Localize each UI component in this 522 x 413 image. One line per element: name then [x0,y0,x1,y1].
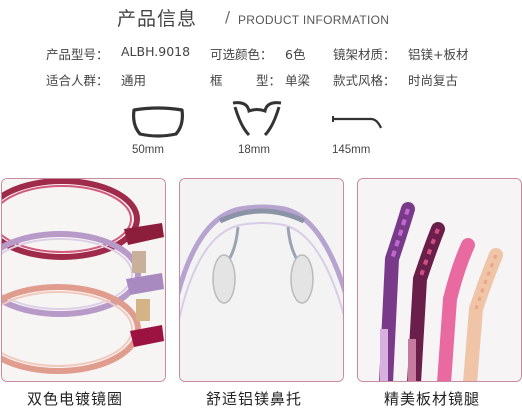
title-separator: / [225,8,231,26]
photo-lens-rim [1,178,166,382]
bridge-width-label: 18mm [238,144,270,156]
caption-temple: 精美板材镜腿 [384,390,481,408]
bridge-width-icon [232,101,282,137]
lens-width-label: 50mm [132,144,164,156]
photo-nose-pad [179,178,344,382]
frame-label-b: 型： [256,73,282,88]
material-label: 镜架材质： [333,47,396,62]
header: 产品信息 / PRODUCT INFORMATION [0,2,522,32]
model-value: ALBH.9018 [121,44,191,59]
lens-width-icon [132,106,184,138]
temple-image [358,179,521,381]
color-value: 6色 [285,47,306,62]
caption-lens-rim: 双色电镀镜圈 [27,390,124,408]
audience-value: 通用 [121,73,147,88]
nose-pad-image [180,179,343,381]
color-label: 可选颜色： [210,47,273,62]
spec-row-2: 适合人群： 通用 框 型： 单梁 款式风格： 时尚复古 [0,70,522,88]
frame-label-a: 框 [210,73,223,88]
audience-label: 适合人群： [46,73,109,88]
material-value: 铝镁+板材 [408,47,469,62]
style-value: 时尚复古 [408,73,459,88]
dimension-icons [0,97,522,159]
title-cn: 产品信息 [117,8,198,30]
frame-value: 单梁 [285,73,311,88]
temple-length-label: 145mm [332,144,371,156]
spec-row-1: 产品型号： ALBH.9018 可选颜色： 6色 镜架材质： 铝镁+板材 [0,44,522,62]
dual-color-rim-image [2,179,165,381]
temple-length-icon [332,116,383,129]
model-label: 产品型号： [46,47,109,62]
photo-temple [357,178,522,382]
caption-nose-pad: 舒适铝镁鼻托 [206,390,303,408]
title-en: PRODUCT INFORMATION [238,13,390,27]
style-label: 款式风格： [333,73,396,88]
